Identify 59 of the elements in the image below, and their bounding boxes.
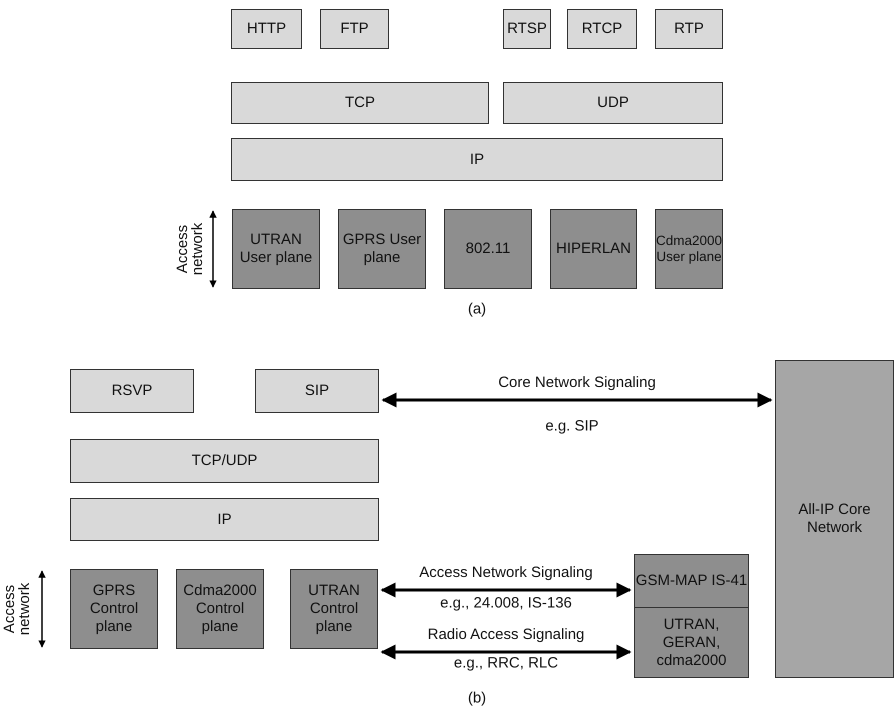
protocol-box (503, 82, 723, 124)
protocol-box (655, 9, 723, 49)
protocol-box (290, 569, 378, 649)
protocol-box (70, 498, 379, 541)
edge-label: Radio Access Signaling (428, 626, 584, 643)
protocol-box (634, 554, 749, 608)
caption-text: e.g., RRC, RLC (454, 654, 558, 672)
caption-text: e.g., 24.008, IS-136 (440, 594, 572, 612)
caption-text: (a) (468, 300, 486, 318)
box-label: IP (470, 150, 484, 168)
protocol-box (231, 82, 489, 124)
protocol-box (320, 9, 389, 49)
caption-text: (b) (468, 690, 486, 706)
protocol-box (338, 209, 426, 289)
box-label: Cdma2000 Control plane (182, 582, 258, 636)
protocol-box (70, 569, 158, 649)
double-arrow (382, 392, 772, 408)
box-label: RTP (674, 20, 704, 38)
protocol-box (70, 369, 194, 413)
box-label: TCP (345, 94, 375, 112)
protocol-box (176, 569, 264, 649)
double-arrow (380, 582, 632, 598)
protocol-box (232, 209, 320, 289)
box-label: SIP (304, 382, 330, 400)
protocol-box (231, 138, 723, 181)
axis-label: Access network (175, 222, 205, 278)
box-label: GPRS User plane (342, 231, 422, 267)
box-label: Cdma2000 User plane (656, 232, 722, 266)
box-label: RTSP (507, 20, 547, 38)
box-label: 802.11 (466, 240, 510, 258)
protocol-box (550, 209, 637, 289)
box-label: HTTP (246, 20, 286, 38)
edge-label: Access Network Signaling (419, 564, 593, 581)
protocol-box (567, 9, 637, 49)
protocol-box (255, 369, 379, 413)
box-label: RTCP (582, 20, 622, 38)
box-label: HIPERLAN (556, 240, 632, 258)
box-label: UDP (597, 94, 629, 112)
protocol-box (655, 209, 723, 289)
axis-label: Access network (2, 582, 32, 638)
caption-text: e.g. SIP (545, 418, 599, 434)
box-label: UTRAN Control plane (307, 582, 361, 636)
box-label: TCP/UDP (192, 452, 258, 470)
box-label: RSVP (112, 382, 152, 400)
protocol-box (503, 9, 551, 49)
box-label: GPRS Control plane (88, 582, 140, 636)
box-label: UTRAN User plane (238, 231, 314, 267)
edge-label: Core Network Signaling (498, 374, 656, 391)
protocol-box (444, 209, 532, 289)
box-label: All-IP Core Network (797, 501, 872, 537)
box-label: GSM-MAP IS-41 (636, 572, 748, 590)
protocol-box (634, 607, 749, 678)
core-network-box (775, 360, 894, 678)
box-label: IP (217, 510, 232, 528)
box-label: FTP (340, 20, 369, 38)
box-label: UTRAN, GERAN, cdma2000 (655, 616, 728, 670)
double-arrow (380, 644, 632, 660)
protocol-box (70, 439, 379, 483)
protocol-box (231, 9, 302, 49)
